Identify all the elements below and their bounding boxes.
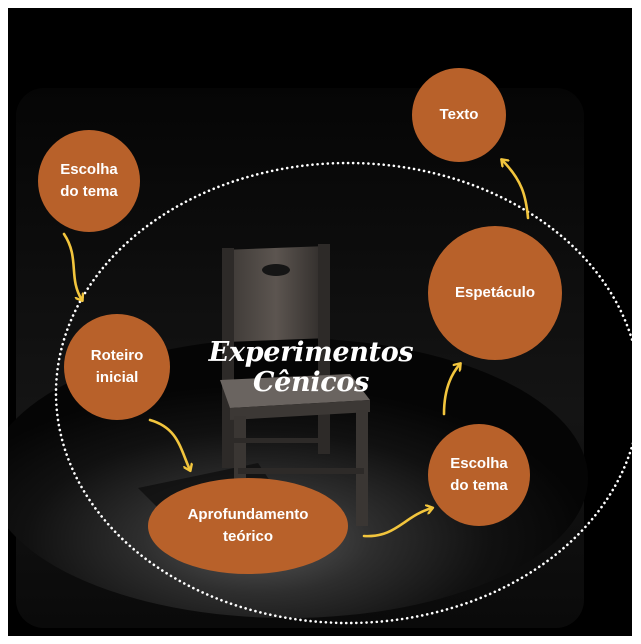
node-texto: Texto bbox=[412, 68, 506, 162]
diagram-canvas: Texto Escolha do tema Espetáculo Roteiro… bbox=[8, 8, 632, 636]
node-espetaculo: Espetáculo bbox=[428, 226, 562, 360]
arrow-escolha-to-roteiro bbox=[62, 232, 82, 300]
arrow-escolha-to-espetaculo bbox=[442, 364, 460, 416]
diagram-overlay bbox=[54, 8, 632, 625]
arrow-espetaculo-to-texto bbox=[502, 160, 530, 220]
node-roteiro-inicial: Roteiro inicial bbox=[64, 314, 170, 420]
node-label-escolha-do-tema-top: Escolha do tema bbox=[60, 161, 118, 200]
node-label-espetaculo: Espetáculo bbox=[454, 284, 536, 301]
node-escolha-do-tema-right: Escolha do tema bbox=[428, 424, 530, 526]
node-aprofundamento-teorico: Aprofundamento teórico bbox=[148, 478, 348, 574]
node-label-escolha-do-tema-right: Escolha do tema bbox=[450, 455, 508, 494]
node-label-aprofundamento-teorico: Aprofundamento teórico bbox=[187, 506, 309, 545]
arrow-roteiro-to-aprofundamento bbox=[148, 418, 190, 470]
node-label-roteiro-inicial: Roteiro inicial bbox=[90, 347, 144, 386]
cycle-ring bbox=[54, 161, 632, 625]
node-label-texto: Texto bbox=[439, 106, 479, 123]
node-escolha-do-tema-top: Escolha do tema bbox=[38, 130, 140, 232]
arrow-aprofundamento-to-escolha bbox=[362, 508, 432, 538]
diagram-title: Experimentos Cênicos bbox=[208, 337, 414, 398]
